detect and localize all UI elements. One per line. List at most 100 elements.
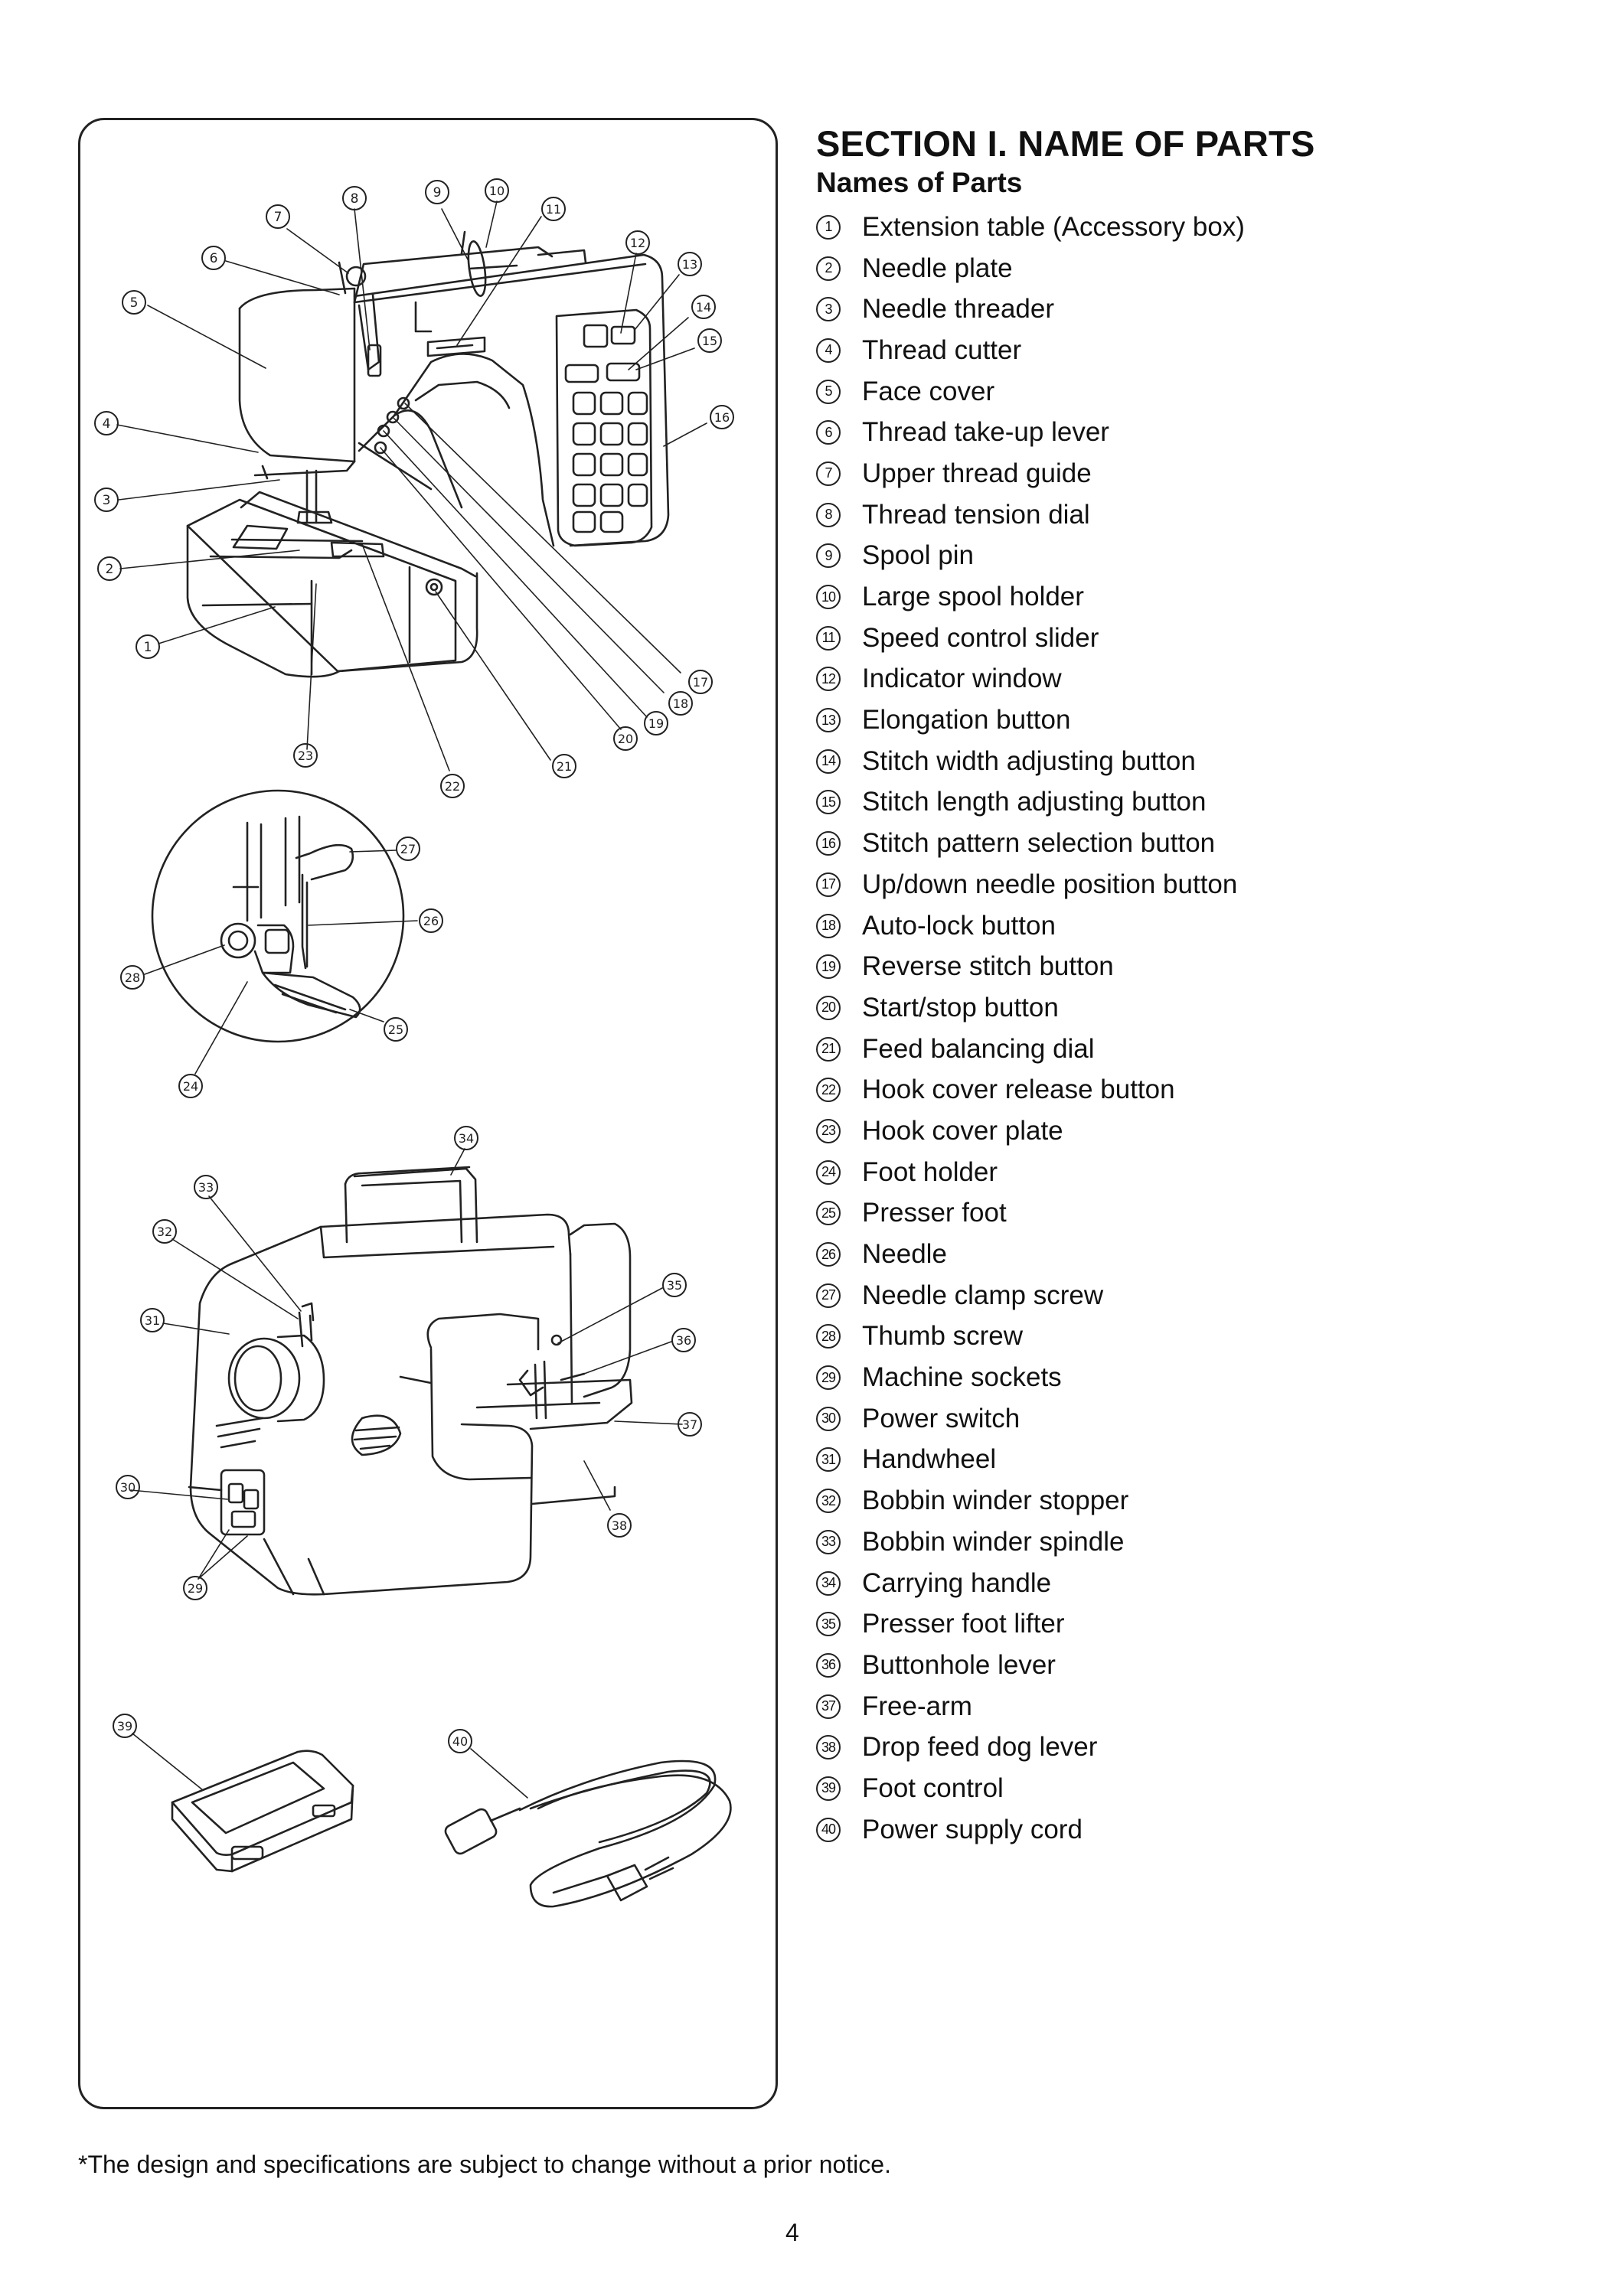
part-number: 17 bbox=[816, 872, 841, 897]
part-number: 29 bbox=[816, 1365, 841, 1391]
part-number: 8 bbox=[816, 502, 841, 527]
part-number: 40 bbox=[816, 1817, 841, 1842]
part-number: 12 bbox=[816, 667, 841, 692]
footnote: *The design and specifications are subje… bbox=[78, 2151, 891, 2178]
part-number: 33 bbox=[816, 1529, 841, 1554]
part-number: 30 bbox=[816, 1406, 841, 1431]
svg-text:23: 23 bbox=[298, 748, 313, 763]
part-label: Indicator window bbox=[862, 664, 1062, 694]
svg-text:24: 24 bbox=[183, 1079, 198, 1094]
part-number: 28 bbox=[816, 1324, 841, 1349]
part-item: 36 Buttonhole lever bbox=[816, 1645, 1245, 1686]
part-number: 1 bbox=[816, 214, 841, 240]
foot-control-drawing bbox=[171, 1750, 354, 1873]
section-title: SECTION I. NAME OF PARTS bbox=[816, 123, 1315, 164]
part-number: 38 bbox=[816, 1735, 841, 1760]
sewing-machine-illustration: 1 2 3 4 5 6 7 8 9 10 11 12 13 14 15 16 1… bbox=[94, 178, 734, 1908]
svg-text:20: 20 bbox=[618, 732, 633, 746]
part-number: 15 bbox=[816, 790, 841, 815]
svg-text:11: 11 bbox=[546, 202, 561, 217]
part-label: Stitch length adjusting button bbox=[862, 787, 1207, 817]
names-of-parts-subtitle: Names of Parts bbox=[816, 167, 1023, 198]
part-number: 7 bbox=[816, 461, 841, 486]
part-number: 20 bbox=[816, 995, 841, 1020]
power-cord-drawing bbox=[444, 1760, 732, 1908]
svg-text:2: 2 bbox=[106, 562, 114, 577]
part-label: Needle clamp screw bbox=[862, 1280, 1104, 1310]
part-item: 3 Needle threader bbox=[816, 289, 1245, 330]
svg-text:35: 35 bbox=[667, 1278, 682, 1293]
svg-text:18: 18 bbox=[673, 696, 688, 711]
part-label: Free-arm bbox=[862, 1691, 972, 1721]
leader-lines bbox=[116, 201, 707, 1799]
part-label: Power supply cord bbox=[862, 1814, 1083, 1844]
svg-text:7: 7 bbox=[274, 210, 282, 225]
part-item: 12 Indicator window bbox=[816, 659, 1245, 700]
callout-markers: 1 2 3 4 5 6 7 8 9 10 11 12 13 14 15 16 1… bbox=[94, 178, 734, 1753]
svg-text:27: 27 bbox=[400, 842, 416, 856]
part-number: 10 bbox=[816, 585, 841, 610]
svg-text:14: 14 bbox=[696, 300, 711, 315]
svg-text:34: 34 bbox=[459, 1131, 474, 1146]
part-number: 34 bbox=[816, 1570, 841, 1596]
part-label: Elongation button bbox=[862, 705, 1071, 735]
svg-text:33: 33 bbox=[198, 1180, 214, 1195]
page-number: 4 bbox=[785, 2219, 799, 2246]
part-number: 31 bbox=[816, 1447, 841, 1473]
part-label: Needle threader bbox=[862, 294, 1054, 325]
part-label: Foot control bbox=[862, 1773, 1004, 1803]
svg-text:9: 9 bbox=[433, 185, 442, 201]
part-number: 3 bbox=[816, 297, 841, 322]
part-number: 19 bbox=[816, 954, 841, 980]
part-item: 17 Up/down needle position button bbox=[816, 864, 1245, 905]
part-label: Start/stop button bbox=[862, 992, 1059, 1022]
part-label: Thumb screw bbox=[862, 1321, 1024, 1352]
part-label: Speed control slider bbox=[862, 622, 1099, 653]
part-item: 30 Power switch bbox=[816, 1398, 1245, 1440]
part-label: Hook cover plate bbox=[862, 1115, 1063, 1146]
part-number: 36 bbox=[816, 1652, 841, 1678]
part-label: Presser foot bbox=[862, 1198, 1007, 1228]
svg-text:16: 16 bbox=[714, 410, 730, 425]
part-label: Feed balancing dial bbox=[862, 1033, 1095, 1064]
svg-text:25: 25 bbox=[388, 1022, 403, 1037]
part-number: 11 bbox=[816, 625, 841, 651]
part-item: 28 Thumb screw bbox=[816, 1316, 1245, 1358]
part-label: Needle plate bbox=[862, 253, 1013, 283]
svg-text:26: 26 bbox=[423, 914, 439, 928]
part-number: 26 bbox=[816, 1242, 841, 1267]
part-number: 39 bbox=[816, 1776, 841, 1801]
part-label: Presser foot lifter bbox=[862, 1609, 1065, 1639]
part-number: 2 bbox=[816, 256, 841, 281]
part-label: Power switch bbox=[862, 1403, 1020, 1433]
svg-text:31: 31 bbox=[145, 1313, 160, 1328]
part-label: Buttonhole lever bbox=[862, 1649, 1056, 1680]
part-number: 4 bbox=[816, 338, 841, 363]
part-number: 35 bbox=[816, 1612, 841, 1637]
part-label: Auto-lock button bbox=[862, 910, 1056, 941]
part-label: Reverse stitch button bbox=[862, 951, 1114, 982]
part-label: Up/down needle position button bbox=[862, 869, 1238, 899]
part-item: 19 Reverse stitch button bbox=[816, 946, 1245, 987]
part-label: Stitch pattern selection button bbox=[862, 828, 1216, 859]
machine-rear-view bbox=[188, 1166, 633, 1596]
machine-front-view bbox=[186, 230, 670, 678]
svg-text:29: 29 bbox=[188, 1581, 203, 1596]
part-number: 14 bbox=[816, 748, 841, 774]
